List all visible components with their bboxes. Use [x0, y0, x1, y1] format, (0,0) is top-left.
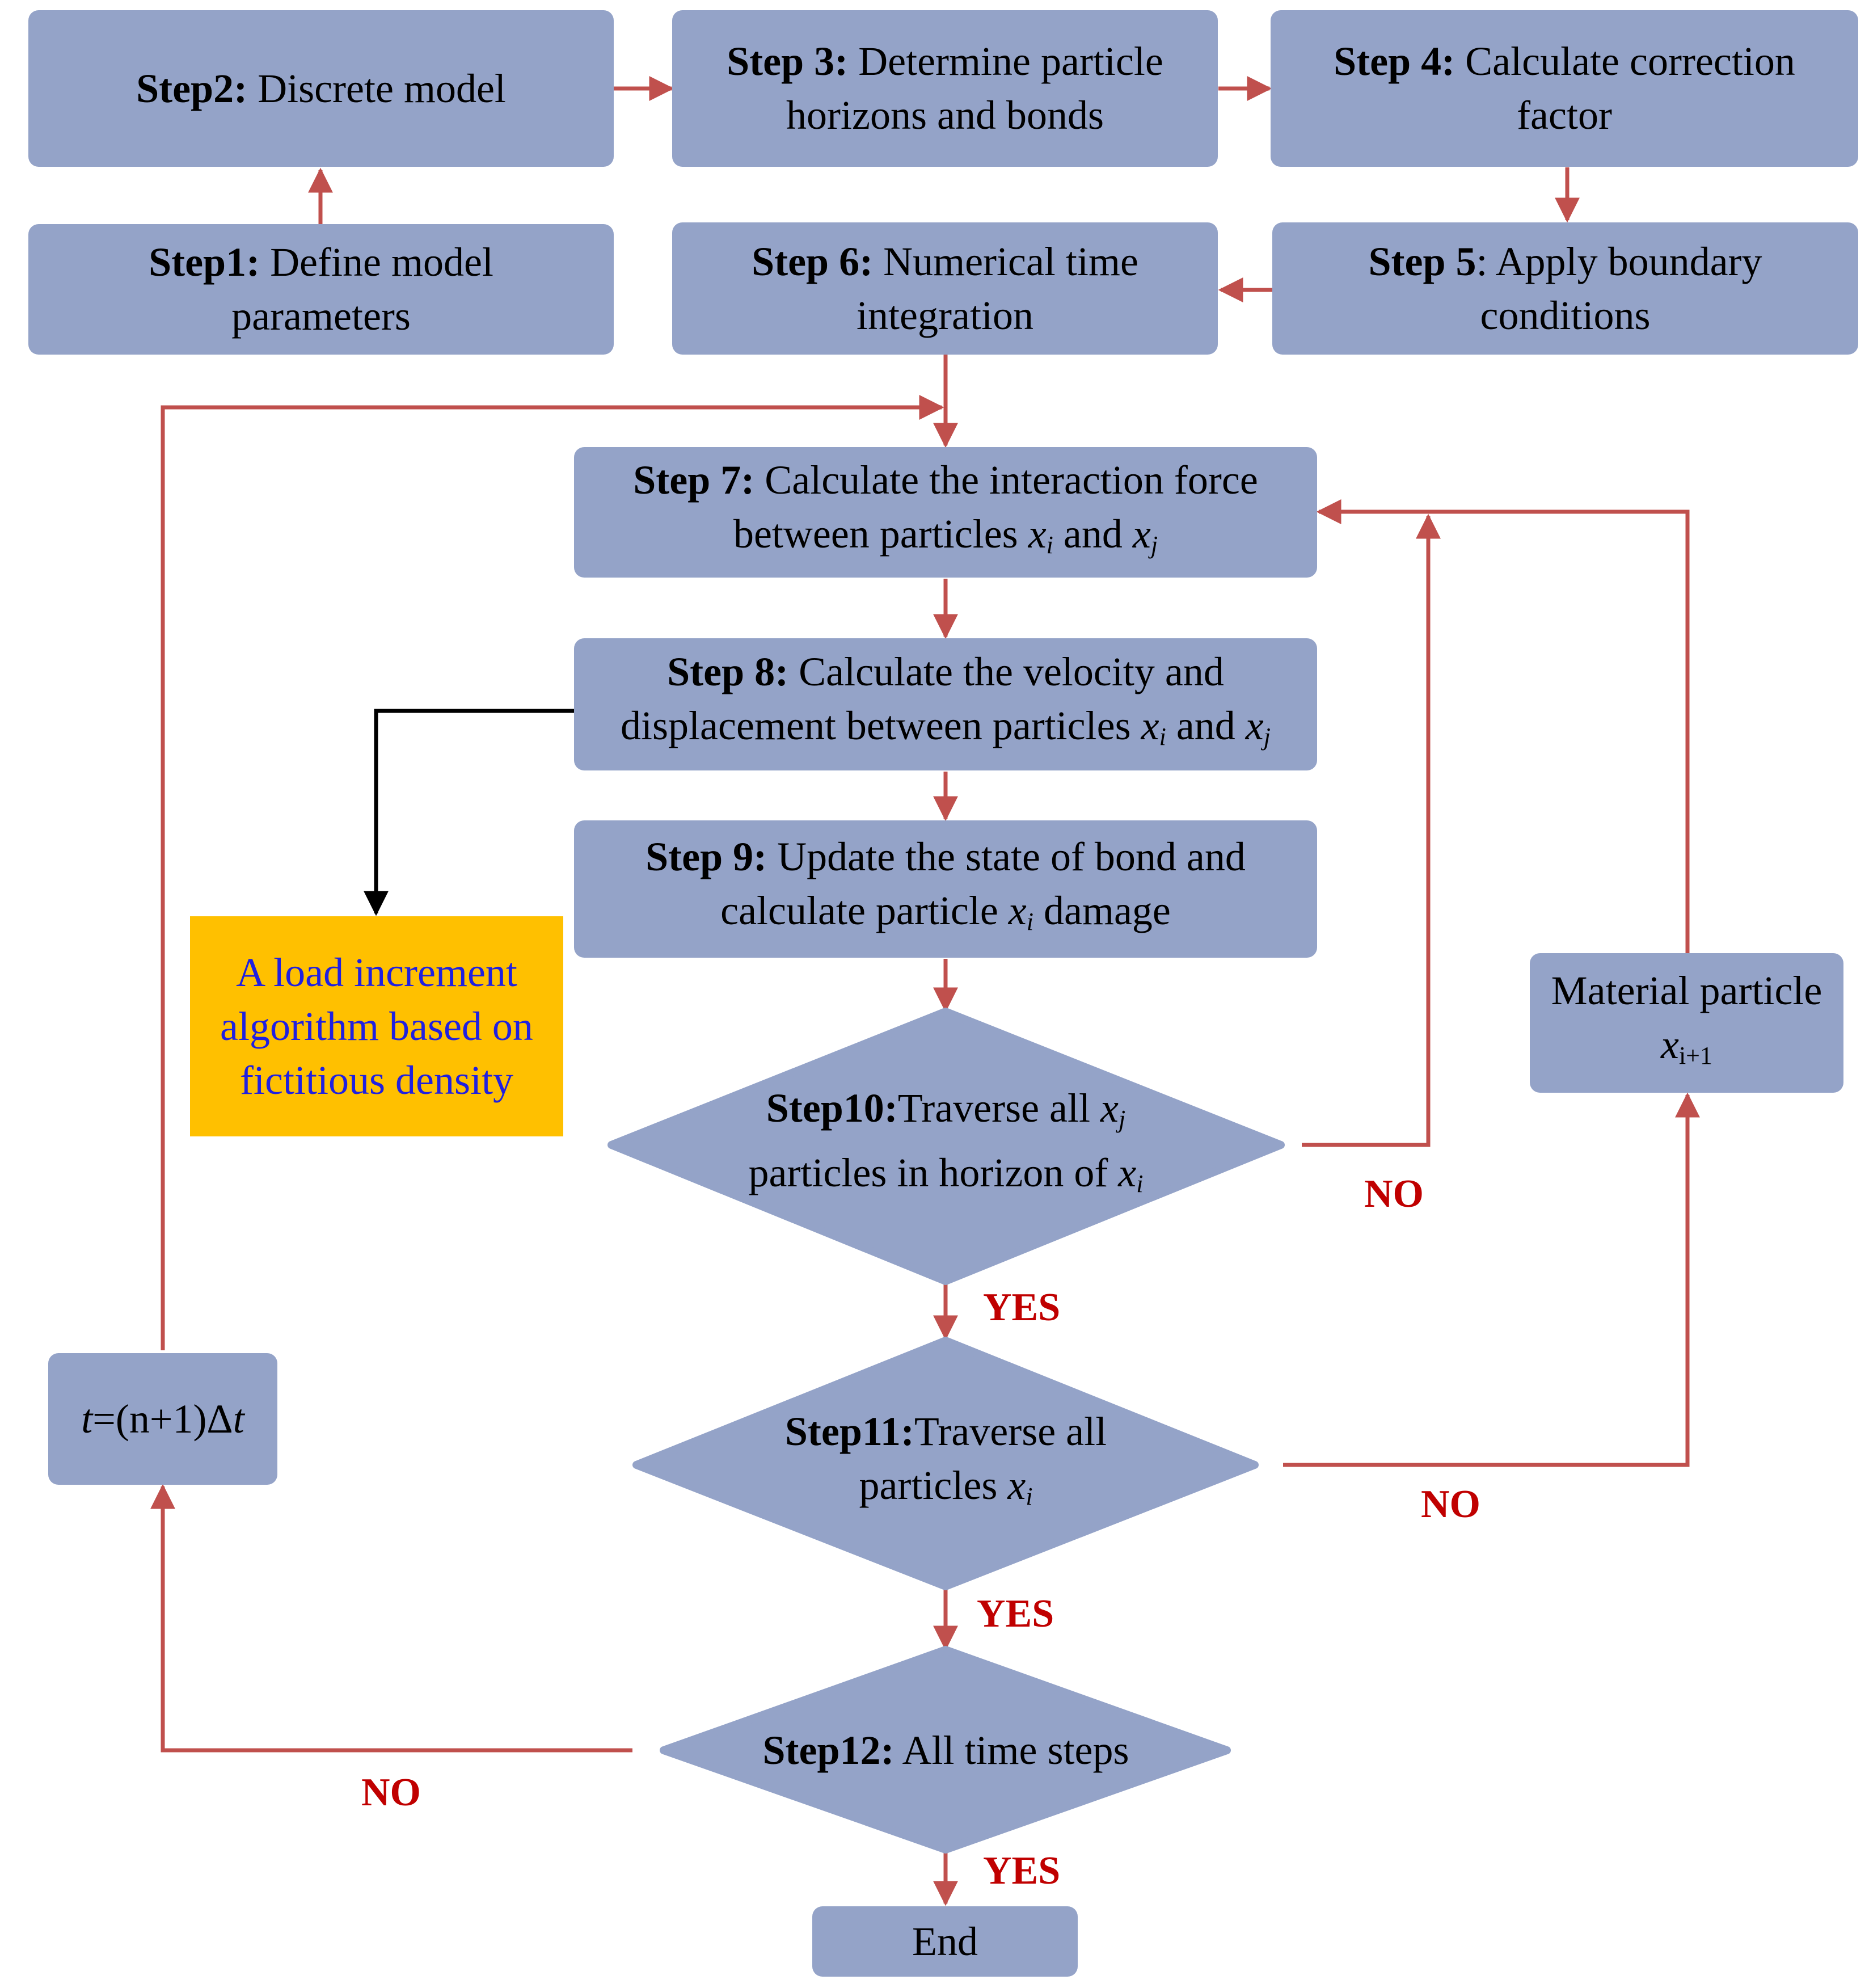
step11-diamond	[632, 1337, 1259, 1590]
step6-box: Step 6: Numerical time integration	[672, 222, 1218, 355]
step8-box: Step 8: Calculate the velocity and displ…	[574, 638, 1317, 770]
arrow-step11-no-loop	[1283, 1092, 1700, 1467]
step12-text-block: Step12: All time steps	[709, 1719, 1183, 1781]
step12-text: All time steps	[894, 1727, 1129, 1773]
label-no-step12: NO	[361, 1771, 421, 1814]
arrow-material-to-step7	[1316, 499, 1690, 953]
step3-text: Determine particle	[848, 39, 1163, 84]
time-t2: t	[233, 1396, 244, 1442]
note-text: A load increment algorithm based on fict…	[220, 949, 533, 1103]
material-text: Material particle	[1551, 967, 1822, 1013]
step7-bold: Step 7:	[633, 457, 755, 503]
step5-bold: Step 5	[1368, 238, 1476, 284]
time-mid: =(n+1)Δ	[92, 1396, 233, 1442]
arrow-time-to-step7	[161, 395, 944, 1350]
step9-var1: x	[1008, 887, 1027, 933]
step9-bold: Step 9:	[645, 833, 767, 879]
step8-sub2: j	[1263, 723, 1271, 751]
step7-and: and	[1053, 511, 1133, 557]
step9-line2b: damage	[1033, 887, 1171, 933]
step10-bold: Step10:	[766, 1085, 898, 1131]
step10-text: Traverse all	[897, 1085, 1101, 1131]
step5-line2: conditions	[1480, 292, 1651, 338]
step10-line2: particles in horizon of	[748, 1150, 1119, 1195]
step3-line2: horizons and bonds	[786, 92, 1104, 138]
step9-line2: calculate particle	[720, 887, 1009, 933]
step1-line2: parameters	[231, 293, 411, 339]
label-yes-step11: YES	[977, 1592, 1054, 1636]
step12-bold: Step12:	[762, 1727, 895, 1773]
material-particle-box: Material particle xi+1	[1530, 953, 1843, 1093]
step8-sub1: i	[1159, 723, 1166, 751]
step7-sub1: i	[1046, 530, 1053, 559]
step11-sub1: i	[1026, 1482, 1033, 1510]
step8-var2: x	[1245, 703, 1264, 748]
step9-text: Update the state of bond and	[767, 833, 1246, 879]
step11-var1: x	[1007, 1462, 1026, 1508]
step3-box: Step 3: Determine particle horizons and …	[672, 10, 1218, 167]
end-box: End	[812, 1906, 1078, 1977]
step10-text-block: Step10:Traverse all xj particles in hori…	[669, 1067, 1222, 1225]
step8-var1: x	[1141, 703, 1159, 748]
step10-sub1: j	[1119, 1105, 1126, 1133]
step11-bold: Step11:	[784, 1408, 914, 1454]
step11-text-block: Step11:Traverse all particles xi	[709, 1384, 1183, 1543]
step8-bold: Step 8:	[667, 649, 789, 694]
step10-diamond	[607, 1008, 1285, 1285]
step7-var2: x	[1132, 511, 1151, 557]
end-text: End	[912, 1918, 978, 1964]
time-step-box: t=(n+1)Δt	[48, 1353, 277, 1485]
step11-text: Traverse all	[914, 1408, 1107, 1454]
step7-sub2: j	[1150, 530, 1158, 559]
step1-bold: Step1:	[149, 239, 260, 285]
step6-line2: integration	[857, 292, 1033, 338]
step9-sub1: i	[1026, 907, 1033, 936]
step8-and: and	[1166, 703, 1246, 748]
step9-box: Step 9: Update the state of bond and cal…	[574, 820, 1317, 958]
step2-bold: Step2:	[136, 65, 248, 111]
label-yes-step12: YES	[983, 1849, 1061, 1893]
step2-box: Step2: Discrete model	[28, 10, 614, 167]
label-yes-step10: YES	[983, 1286, 1061, 1329]
step7-var1: x	[1028, 511, 1047, 557]
step4-bold: Step 4:	[1334, 39, 1455, 84]
step8-text: Calculate the velocity and	[788, 649, 1224, 694]
label-no-step11: NO	[1421, 1482, 1480, 1526]
arrow-step10-no-loop	[1302, 513, 1441, 1147]
time-t: t	[81, 1396, 93, 1442]
step5-text: : Apply boundary	[1476, 238, 1762, 284]
step10-var1: x	[1100, 1085, 1119, 1131]
step10-sub2: i	[1136, 1170, 1144, 1198]
step12-diamond	[660, 1646, 1231, 1854]
step4-text: Calculate correction	[1455, 39, 1795, 84]
arrow-step12-no-loop	[150, 1484, 632, 1753]
label-no-step10: NO	[1364, 1172, 1424, 1216]
step1-text: Define model	[260, 239, 493, 285]
step6-text: Numerical time	[873, 238, 1138, 284]
step1-box: Step1: Define model parameters	[28, 224, 614, 355]
step7-text: Calculate the interaction force	[754, 457, 1258, 503]
step7-box: Step 7: Calculate the interaction force …	[574, 447, 1317, 578]
material-var: x	[1660, 1021, 1679, 1067]
step8-line2: displacement between particles	[621, 703, 1141, 748]
step6-bold: Step 6:	[752, 238, 874, 284]
step4-line2: factor	[1517, 92, 1612, 138]
arrow-step8-to-note	[364, 709, 576, 916]
load-increment-note: A load increment algorithm based on fict…	[190, 916, 563, 1136]
step7-line2: between particles	[733, 511, 1028, 557]
step2-text: Discrete model	[247, 65, 506, 111]
step5-box: Step 5: Apply boundary conditions	[1272, 222, 1858, 355]
step4-box: Step 4: Calculate correction factor	[1271, 10, 1858, 167]
step3-bold: Step 3:	[727, 39, 849, 84]
material-sub: i+1	[1678, 1041, 1712, 1069]
step10-var2: x	[1118, 1150, 1137, 1195]
step11-line2: particles	[859, 1462, 1008, 1508]
